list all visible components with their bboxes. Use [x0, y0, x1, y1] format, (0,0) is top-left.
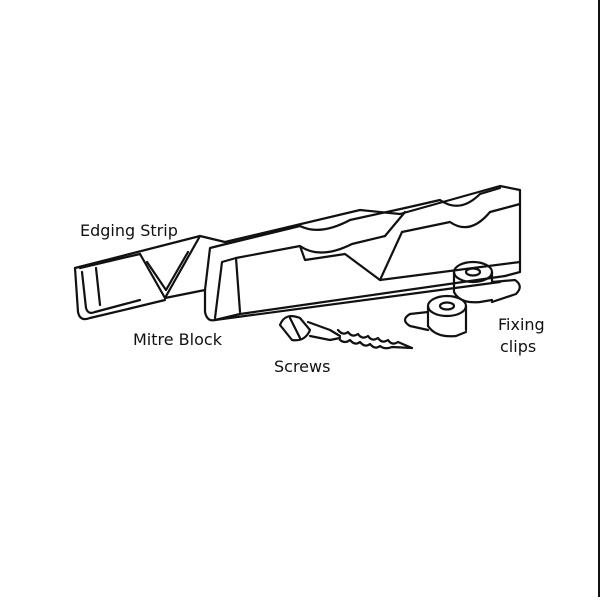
right-edge-border: [598, 0, 600, 597]
fixing-clips-label-line2: clips: [500, 337, 537, 356]
mitre-block-drawing: [203, 186, 522, 320]
mitre-block-label: Mitre Block: [133, 330, 222, 349]
fixing-clips-label-line1: Fixing: [498, 315, 545, 334]
edging-strip-label: Edging Strip: [80, 221, 178, 240]
fixing-clip-front-drawing: [403, 294, 468, 338]
fixing-clip-back-drawing: [452, 260, 521, 304]
screw-drawing: [278, 315, 414, 350]
screws-label: Screws: [274, 357, 331, 376]
edging-strip-drawing: [73, 184, 522, 322]
